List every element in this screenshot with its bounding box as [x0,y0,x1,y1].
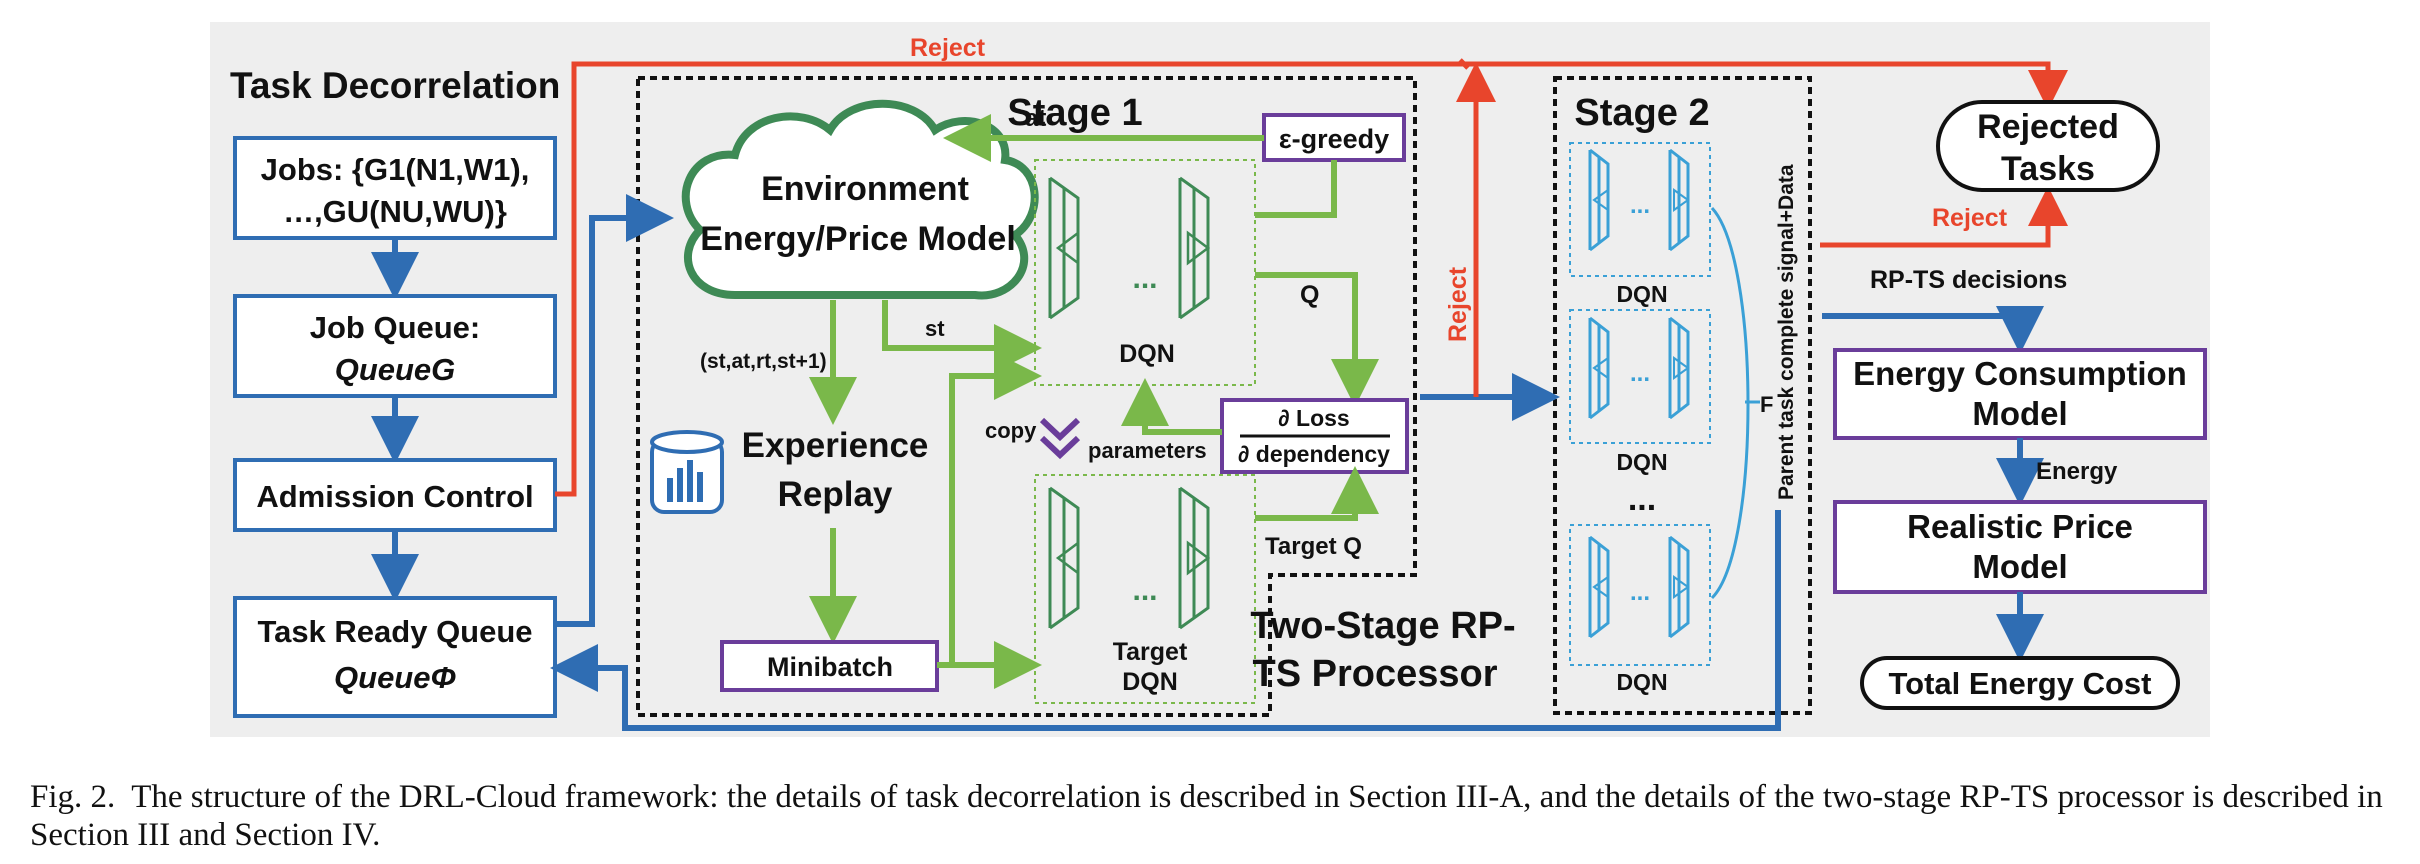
task-ready-queue-box [233,596,557,718]
arrow-loss-to-dqn [1121,378,1222,435]
target-dqn-line1: Target [1113,638,1188,666]
parameters-label: parameters [1088,438,1207,463]
minibatch-label: Minibatch [767,652,893,682]
rejected-line1: Rejected [1977,108,2119,146]
figure-caption: Fig. 2. The structure of the DRL-Cloud f… [30,778,2390,854]
caption-text: The structure of the DRL-Cloud framework… [30,779,2383,853]
loss-numerator: ∂ Loss [1278,405,1349,431]
target-dqn-line2: DQN [1122,668,1178,696]
total-cost-box [1860,656,2180,710]
copy-label: copy [985,418,1037,443]
rejected-line2: Tasks [2001,150,2095,188]
stage2-dqn3-area [1569,524,1711,666]
arrow-rpts-decisions [1822,306,2044,354]
total-cost-label: Total Energy Cost [1889,666,2152,701]
processor-line1: Two-Stage RP- [1250,605,1515,647]
arrow-state [882,300,1042,372]
stage2-dqn2-label: DQN [1616,449,1667,475]
energy-model-line1: Energy Consumption [1853,355,2187,392]
arrow-q [1255,272,1379,407]
arrow-minibatch-to-dqn [937,352,1042,668]
jobs-line2: …,GU(NU,WU)} [283,194,507,229]
energy-model-line2: Model [1972,395,2067,432]
arrow-target-q [1255,466,1379,521]
stage2-dqn3-label: DQN [1616,669,1667,695]
reject-path-right [1820,186,2068,248]
replay-line1: Experience [742,426,929,465]
dqn-label: DQN [1119,340,1175,368]
price-model-line2: Model [1972,548,2067,585]
rejected-tasks-box [1936,100,2160,192]
stage2-vertical-dots: ... [1628,480,1656,518]
admission-control-label: Admission Control [256,479,533,514]
energy-model-box [1833,348,2207,440]
energy-label: Energy [2036,458,2118,485]
processor-line2: TS Processor [1253,653,1498,695]
egreedy-label: ε-greedy [1279,124,1389,154]
stage2-title: Stage 2 [1574,92,1709,134]
task-ready-line1: Task Ready Queue [257,614,532,649]
f-label: F [1760,392,1773,417]
env-line1: Environment [761,170,969,208]
task-ready-line2: QueueΦ [334,660,456,695]
reject-right-label: Reject [1932,204,2008,232]
arrow-feedback-to-ready [550,510,1781,731]
reject-mid-label: Reject [1444,266,1472,342]
database-icon [650,430,724,514]
stage2-dqn1-label: DQN [1616,281,1667,307]
at-label: at [1025,105,1046,132]
target-q-label: Target Q [1265,533,1362,560]
st-label: st [925,316,945,341]
jobs-box [233,136,557,240]
replay-line2: Replay [778,475,893,514]
caption-label: Fig. 2. [30,779,116,815]
price-model-box [1833,500,2207,594]
env-line2: Energy/Price Model [700,220,1016,258]
loss-denominator: ∂ dependency [1238,441,1390,467]
q-label: Q [1300,281,1319,309]
reject-path-top [555,61,2068,497]
admission-control-box [233,458,557,532]
line-egreedy-dqn [1255,160,1337,218]
stage1-title: Stage 1 [1007,92,1142,134]
stage1-outline [636,76,1417,717]
job-queue-line1: Job Queue: [310,310,481,345]
arrow-ready-to-env [555,194,674,627]
transition-label: (st,at,rt,st+1) [700,350,827,373]
stage2-brace [1710,206,1750,600]
target-dqn-dots: ... [1132,574,1157,607]
jobs-line1: Jobs: {G1(N1,W1), [261,152,530,187]
stage2-dqn3-dots: ... [1630,579,1650,606]
reject-top-label: Reject [910,34,986,62]
job-queue-line2: QueueG [335,352,456,387]
price-model-line1: Realistic Price [1907,508,2133,545]
dqn-dots: ... [1132,262,1157,295]
signal-label: Parent task complete signal+Data [1775,164,1798,500]
stage2-dqn2-dots: ... [1630,360,1650,387]
egreedy-box [1262,113,1406,162]
task-decorrelation-title: Task Decorrelation [230,65,560,106]
rpts-label: RP-TS decisions [1870,266,2067,294]
copy-chevron-icon [1039,417,1081,460]
stage2-dqn1-dots: ... [1630,192,1650,219]
